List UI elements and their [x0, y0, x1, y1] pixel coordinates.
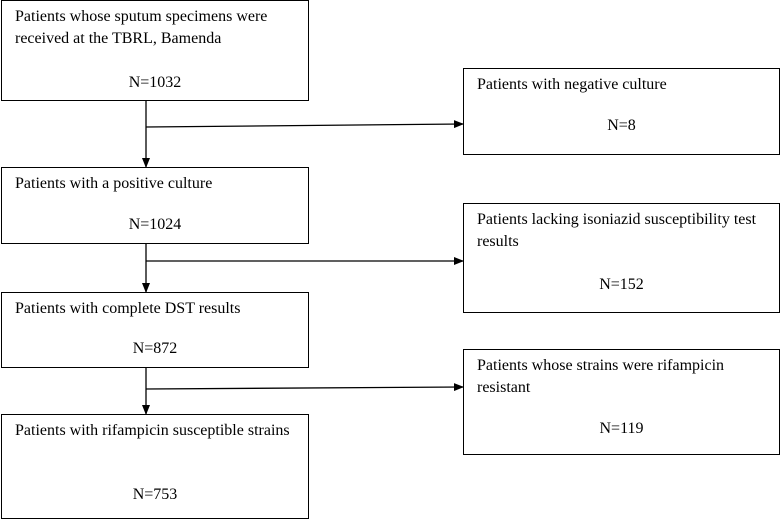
box-complete-dst: Patients with complete DST results N=872	[1, 292, 309, 368]
box-rif-resistant-count: N=119	[599, 420, 644, 437]
box-positive-count: N=1024	[128, 216, 182, 233]
box-positive: Patients with a positive culture N=1024	[1, 167, 309, 244]
box-lacking-isoniazid: Patients lacking isoniazid susceptibilit…	[463, 203, 780, 313]
box-negative: Patients with negative culture N=8	[463, 68, 780, 155]
box-received-count: N=1032	[128, 74, 182, 91]
box-negative-label: Patients with negative culture	[477, 76, 667, 93]
box-rif-susceptible-label: Patients with rifampicin susceptible str…	[15, 422, 290, 439]
box-rif-resistant: Patients whose strains were rifampicin r…	[463, 349, 780, 455]
box-lacking-isoniazid-count: N=152	[599, 276, 644, 293]
box-lacking-isoniazid-label: Patients lacking isoniazid susceptibilit…	[477, 211, 757, 250]
box-complete-dst-count: N=872	[132, 340, 178, 357]
box-received-label: Patients whose sputum specimens were rec…	[15, 8, 268, 47]
box-rif-susceptible-count: N=753	[132, 486, 178, 503]
box-rif-susceptible: Patients with rifampicin susceptible str…	[1, 414, 309, 519]
box-complete-dst-label: Patients with complete DST results	[15, 300, 241, 317]
box-negative-count: N=8	[607, 117, 636, 134]
box-positive-label: Patients with a positive culture	[15, 175, 213, 192]
arrow-to-rif-resistant	[145, 383, 464, 392]
arrow-to-negative	[145, 120, 464, 129]
box-rif-resistant-label: Patients whose strains were rifampicin r…	[477, 357, 725, 396]
box-received: Patients whose sputum specimens were rec…	[1, 0, 309, 101]
